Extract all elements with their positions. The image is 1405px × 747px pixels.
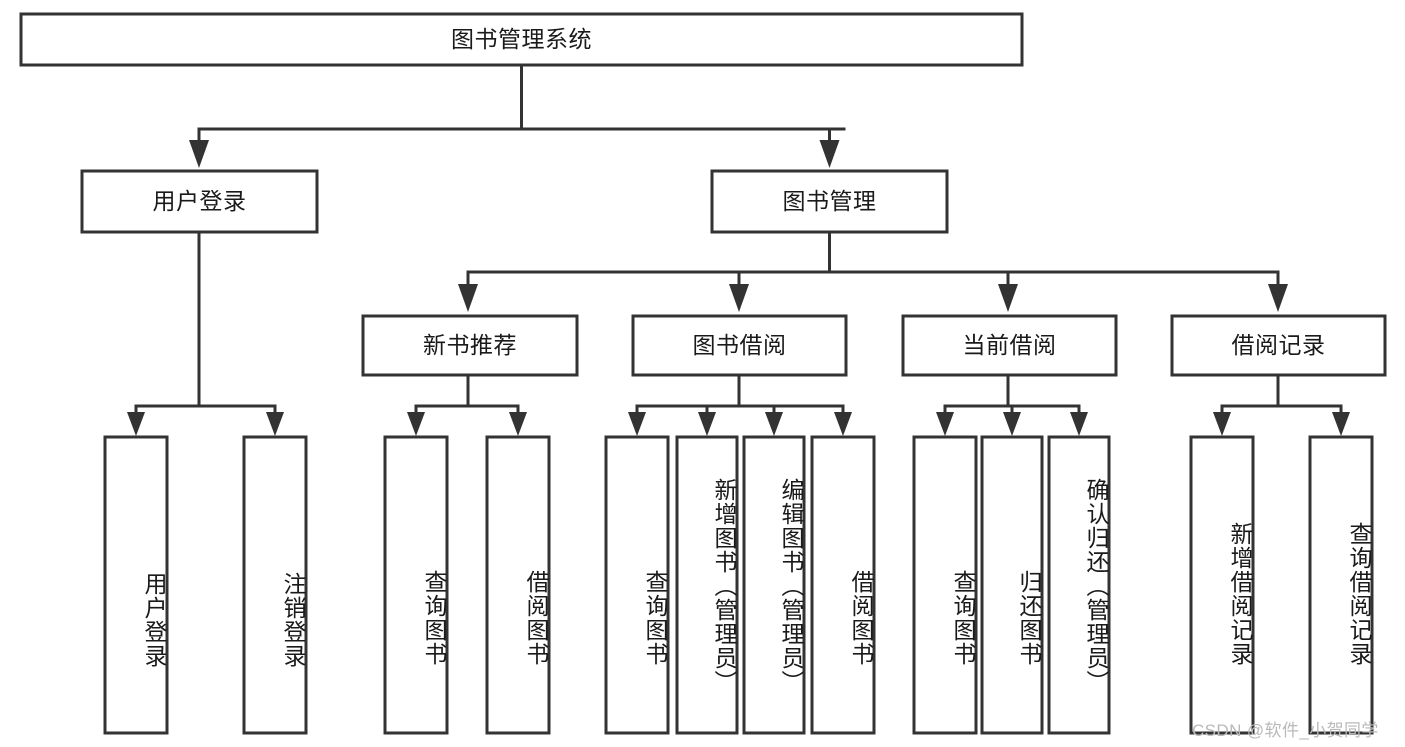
node-box-leaf-user-logout[interactable] xyxy=(242,435,308,735)
connector-userlogin-to-leaves xyxy=(127,230,284,436)
node-box-leaf-query-book-3[interactable] xyxy=(912,435,978,735)
node-box-user-login[interactable] xyxy=(80,169,319,234)
connector-bookmgmt-to-level3 xyxy=(458,230,1288,312)
node-box-root[interactable] xyxy=(19,12,1024,67)
connector-root-to-level2 xyxy=(189,63,846,168)
node-box-leaf-borrow-book-1[interactable] xyxy=(485,435,551,735)
node-box-book-borrow[interactable] xyxy=(631,314,848,377)
node-box-new-book-recommend[interactable] xyxy=(361,314,579,377)
node-box-borrow-record[interactable] xyxy=(1170,314,1387,377)
node-box-leaf-return-book[interactable] xyxy=(980,435,1044,735)
node-box-leaf-user-login[interactable] xyxy=(103,435,169,735)
node-box-leaf-query-book-1[interactable] xyxy=(383,435,449,735)
node-box-leaf-confirm-return[interactable] xyxy=(1047,435,1111,735)
node-box-leaf-edit-book[interactable] xyxy=(742,435,806,735)
node-box-leaf-add-record[interactable] xyxy=(1189,435,1255,735)
connector-borrowrecord-to-leaves xyxy=(1213,373,1350,436)
watermark-text: CSDN @软件_小贺同学 xyxy=(1192,721,1379,740)
node-box-current-borrow[interactable] xyxy=(901,314,1118,377)
connector-bookborrow-to-leaves xyxy=(628,373,852,436)
connector-currentborrow-to-leaves xyxy=(936,373,1088,436)
node-box-leaf-query-record[interactable] xyxy=(1308,435,1374,735)
connector-newbook-to-leaves xyxy=(407,373,527,436)
node-box-leaf-borrow-book-2[interactable] xyxy=(810,435,876,735)
node-box-book-management[interactable] xyxy=(710,169,949,234)
node-box-leaf-add-book[interactable] xyxy=(675,435,739,735)
node-box-leaf-query-book-2[interactable] xyxy=(604,435,670,735)
